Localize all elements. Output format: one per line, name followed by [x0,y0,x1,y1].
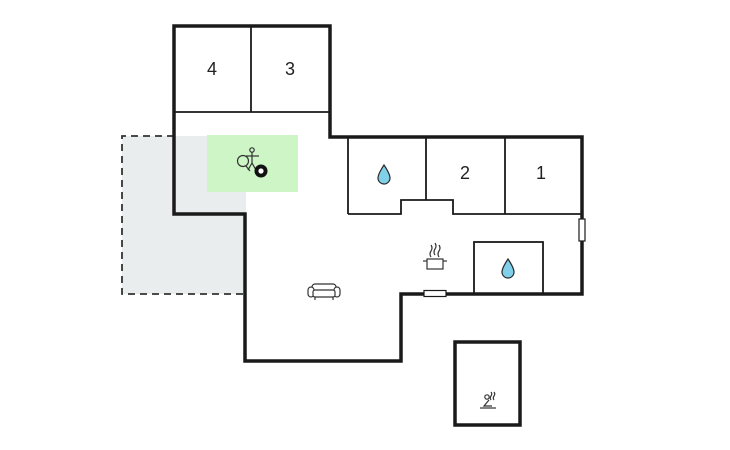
table-tennis-icon [236,147,259,172]
sauna-icon [480,391,496,409]
outer-walls [172,24,584,363]
room-label-4: 4 [207,59,217,79]
billiard-ball-icon [254,164,268,178]
annex-building [453,340,522,427]
cooking-pot-icon [423,242,447,270]
room-label-1: 1 [536,163,546,183]
water-drop-icon [501,257,515,279]
interior-walls [174,26,582,295]
window-south [423,289,447,298]
water-drop-icon [377,163,391,185]
sofa-icon [307,283,341,300]
window-east [578,218,586,242]
room-label-3: 3 [285,59,295,79]
room-label-2: 2 [460,163,470,183]
